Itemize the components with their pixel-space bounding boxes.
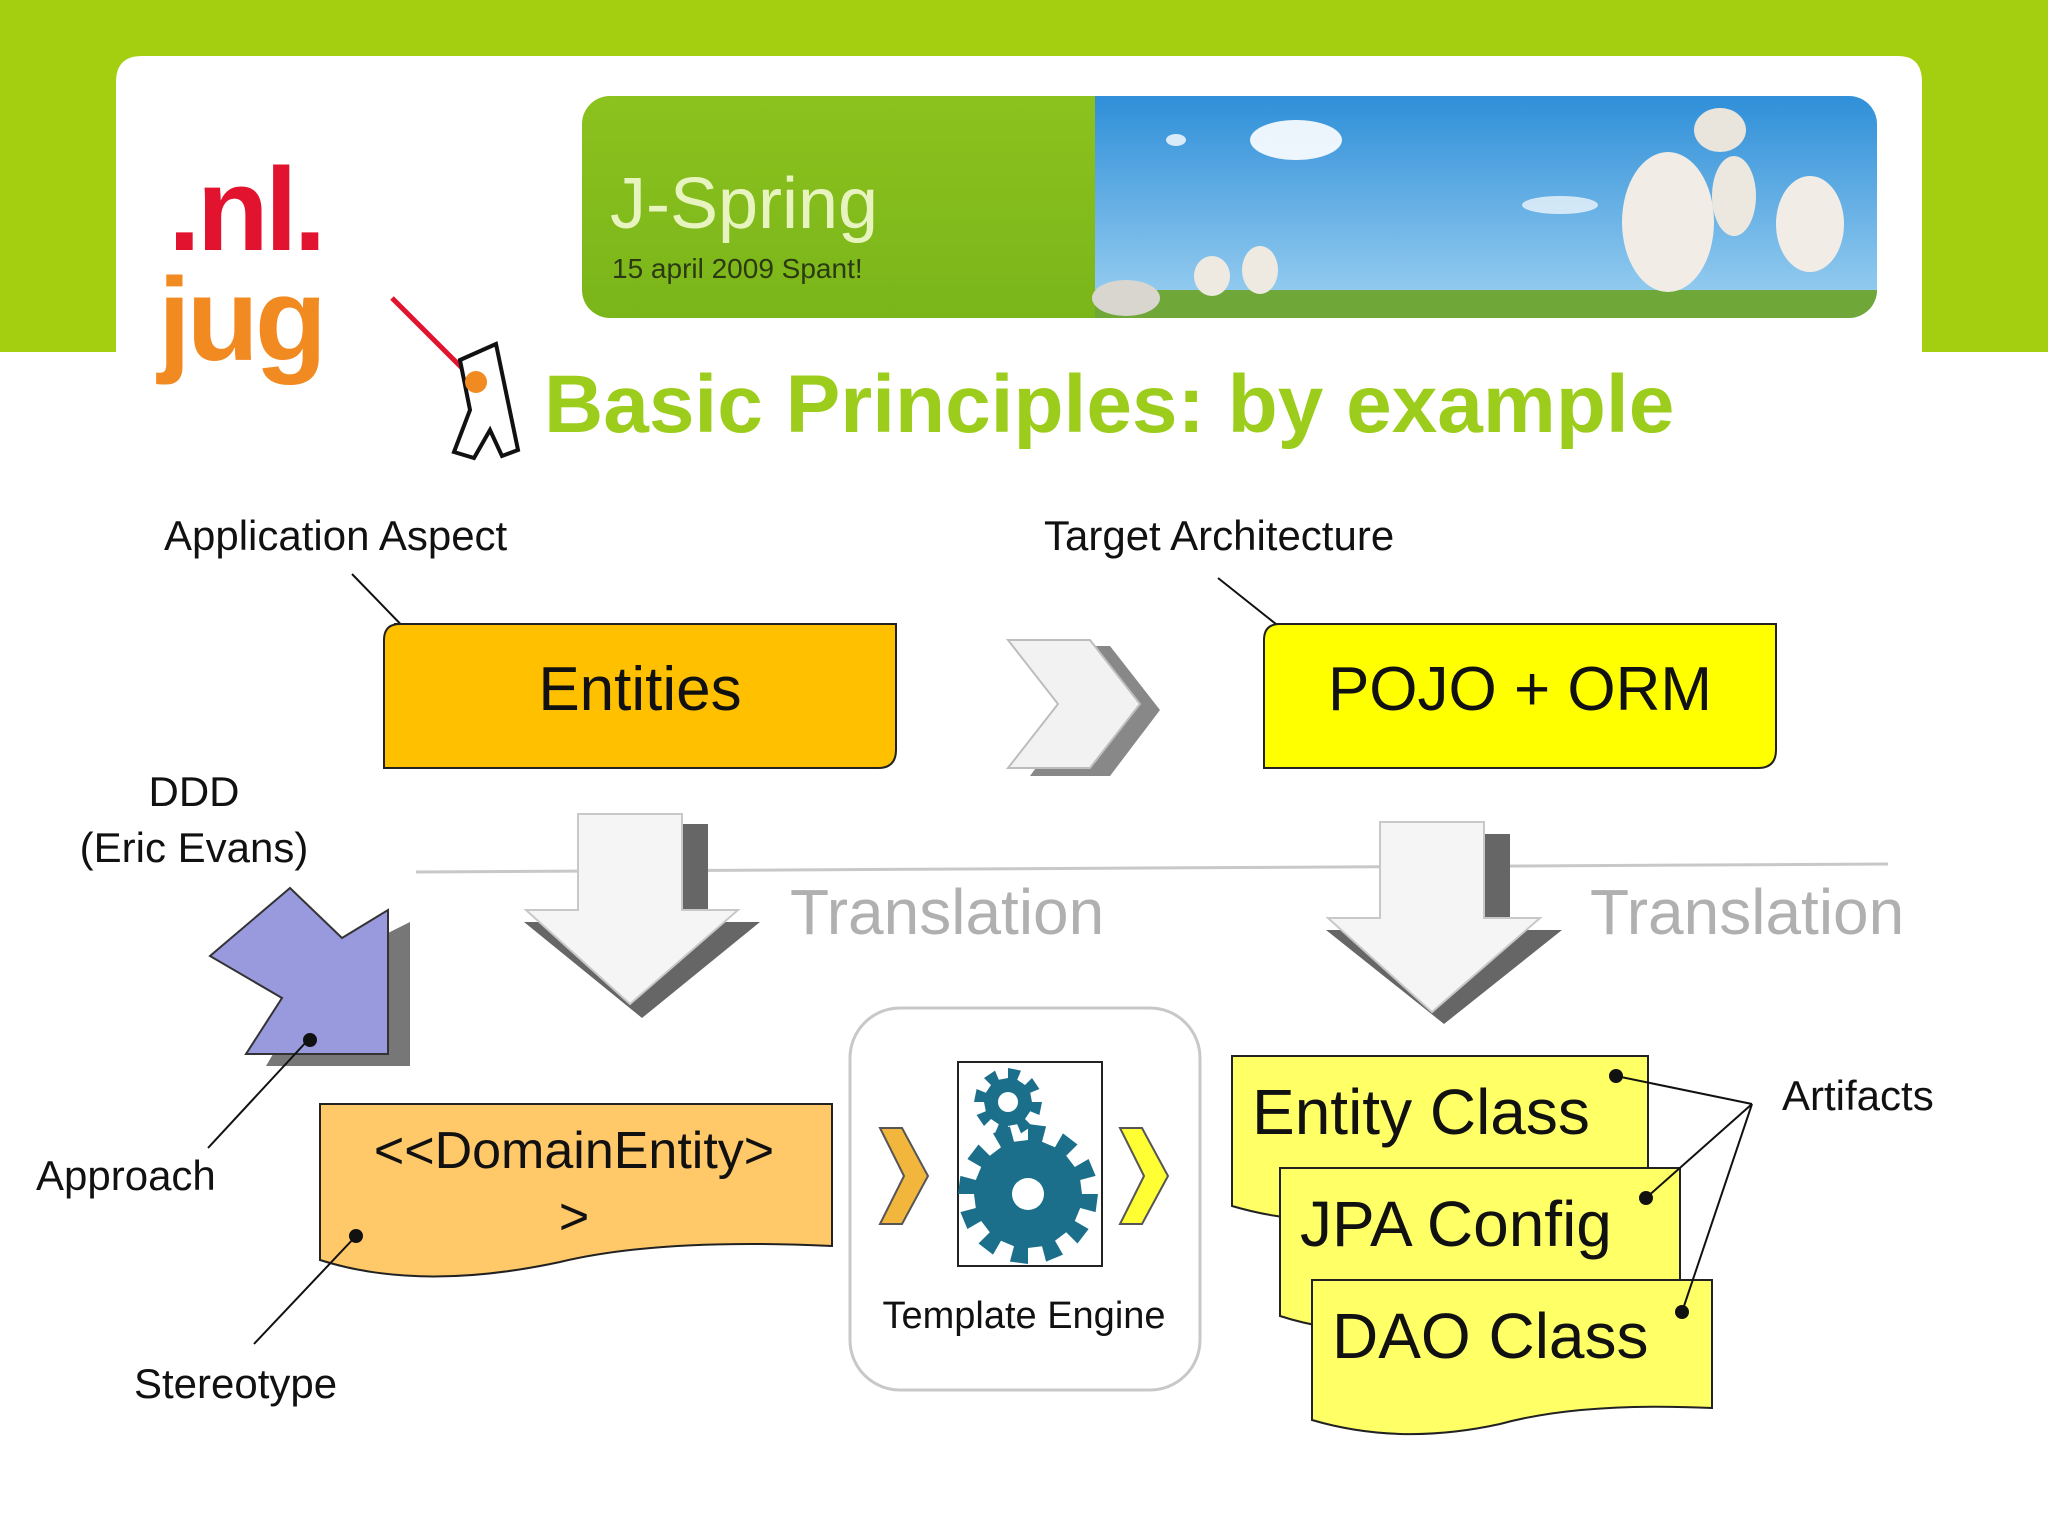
slide-title: Basic Principles: by example — [544, 359, 1674, 450]
banner-green — [582, 96, 1102, 318]
connector-stereotype — [253, 1235, 357, 1345]
nljug-logo: .nl. jug — [156, 144, 521, 461]
translation-left: Translation — [790, 876, 1104, 948]
lambs-photo — [1092, 96, 1877, 318]
logo-line2: jug — [156, 254, 323, 386]
label-ddd: DDD — [149, 768, 240, 815]
label-target-architecture: Target Architecture — [1044, 512, 1394, 559]
banner-title: J-Spring — [610, 164, 878, 244]
artifacts-connectors — [1609, 1069, 1753, 1319]
entities-box: Entities — [383, 623, 897, 769]
banner-subtitle: 15 april 2009 Spant! — [612, 253, 863, 284]
chevron-in-icon — [878, 1127, 930, 1225]
jspring-banner: J-Spring 15 april 2009 Spant! — [582, 96, 1877, 318]
domain-entity-line1: <<DomainEntity> — [374, 1122, 774, 1180]
chevron-out-icon — [1118, 1127, 1170, 1225]
down-arrow-icon — [523, 813, 760, 1018]
connector-approach — [207, 1039, 309, 1149]
pojo-orm-box: POJO + ORM — [1263, 623, 1777, 769]
label-artifacts: Artifacts — [1782, 1072, 1934, 1119]
duke-mascot-icon — [390, 296, 521, 461]
label-approach: Approach — [36, 1152, 216, 1199]
artifact-label: DAO Class — [1332, 1300, 1649, 1372]
template-engine-label: Template Engine — [882, 1295, 1165, 1337]
artifact-label: Entity Class — [1252, 1076, 1590, 1148]
entities-label: Entities — [538, 655, 741, 724]
down-arrow-icon — [1325, 821, 1562, 1024]
logo-line1: .nl. — [168, 144, 322, 276]
approach-arrow-icon — [208, 886, 410, 1066]
artifact-label: JPA Config — [1300, 1188, 1612, 1260]
gear-hole — [998, 1092, 1018, 1112]
domain-entity-line2: > — [559, 1188, 589, 1246]
template-engine: Template Engine — [848, 1006, 1202, 1392]
chevron-right-icon — [1005, 639, 1160, 776]
translation-right: Translation — [1590, 876, 1904, 948]
connector-dot — [303, 1033, 317, 1047]
gear-hole — [1012, 1178, 1044, 1210]
label-stereotype: Stereotype — [134, 1360, 337, 1407]
label-application-aspect: Application Aspect — [164, 512, 508, 559]
gears-icon — [958, 1068, 1098, 1264]
domain-entity-box: <<DomainEntity> > — [319, 1103, 833, 1278]
artifact-dao-class: DAO Class — [1311, 1279, 1713, 1436]
label-eric-evans: (Eric Evans) — [80, 824, 309, 871]
pojo-orm-label: POJO + ORM — [1328, 655, 1712, 724]
